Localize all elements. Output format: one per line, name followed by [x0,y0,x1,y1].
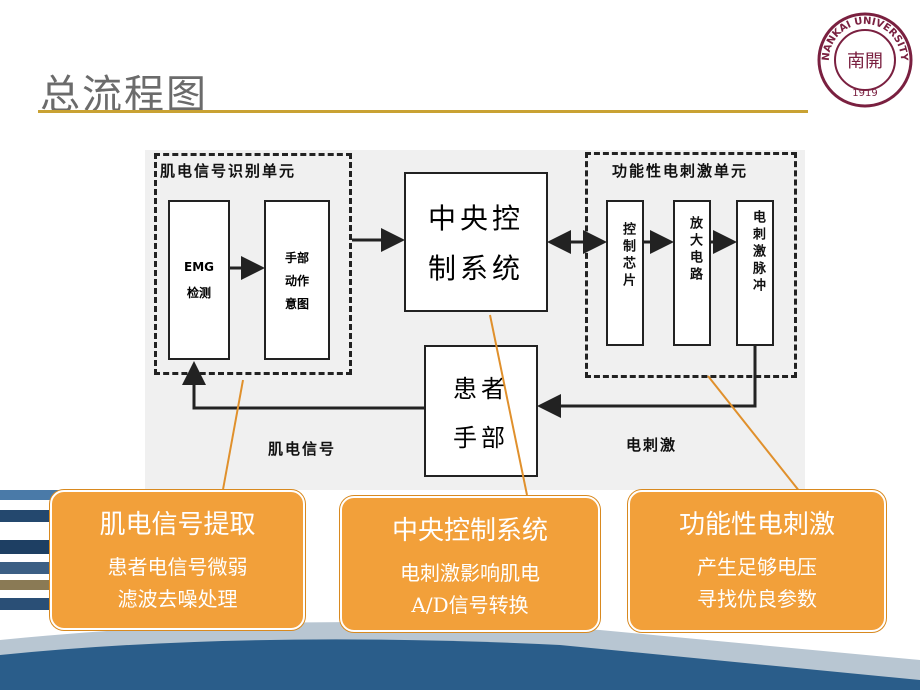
central-control-box: 中央控 制系统 [404,172,548,312]
callout-2-line2: A/D信号转换 [411,593,529,617]
callout-1-line2: 滤波去噪处理 [117,587,238,611]
central-line2: 制系统 [427,252,524,285]
patient-line1: 患者 [453,375,509,403]
hand-intent-box: 手部 动作 意图 [264,200,330,360]
title-underline [38,110,808,113]
stim-pulse-label: 电刺激脉冲 [750,210,765,295]
stim-pulse-box: 电刺激脉冲 [736,200,774,346]
decorative-base-band [0,622,920,690]
amplifier-box: 放大电路 [673,200,711,346]
patient-line2: 手部 [453,424,509,452]
control-chip-label: 控制芯片 [620,222,635,290]
logo-seal-text: 南開 [847,51,883,72]
emg-unit-label: 肌电信号识别单元 [160,162,297,180]
hand-intent-line2: 动作 [284,273,309,288]
hand-intent-line3: 意图 [284,296,309,311]
callout-2-title: 中央控制系统 [391,516,548,546]
logo-year: 1919 [852,88,877,99]
control-chip-box: 控制芯片 [606,200,644,346]
estim-label: 电刺激 [626,436,678,454]
callout-1-line1: 患者电信号微弱 [107,555,248,579]
hand-intent-line1: 手部 [284,250,309,265]
emg-detect-box: EMG 检测 [168,200,230,360]
callout-central-control: 中央控制系统 电刺激影响肌电 A/D信号转换 [340,496,600,632]
emg-signal-label: 肌电信号 [268,440,337,458]
callout-3-line1: 产生足够电压 [697,555,817,579]
decorative-signpost-image [0,490,60,610]
callout-emg-extraction: 肌电信号提取 患者电信号微弱 滤波去噪处理 [50,490,305,630]
patient-hand-box: 患者 手部 [424,345,538,477]
callout-1-title: 肌电信号提取 [99,510,256,540]
fes-unit-label: 功能性电刺激单元 [612,162,749,180]
callout-3-line2: 寻找优良参数 [697,587,817,611]
callout-fes: 功能性电刺激 产生足够电压 寻找优良参数 [628,490,886,632]
callout-3-title: 功能性电刺激 [678,510,835,540]
nankai-logo: NANKAI UNIVERSITY 1919 南開 [815,10,915,110]
emg-detect-line1: EMG [184,259,214,274]
emg-detect-line2: 检测 [186,285,211,300]
amplifier-label: 放大电路 [687,216,702,284]
callout-2-line1: 电刺激影响肌电 [400,561,540,585]
central-line1: 中央控 [427,202,524,235]
